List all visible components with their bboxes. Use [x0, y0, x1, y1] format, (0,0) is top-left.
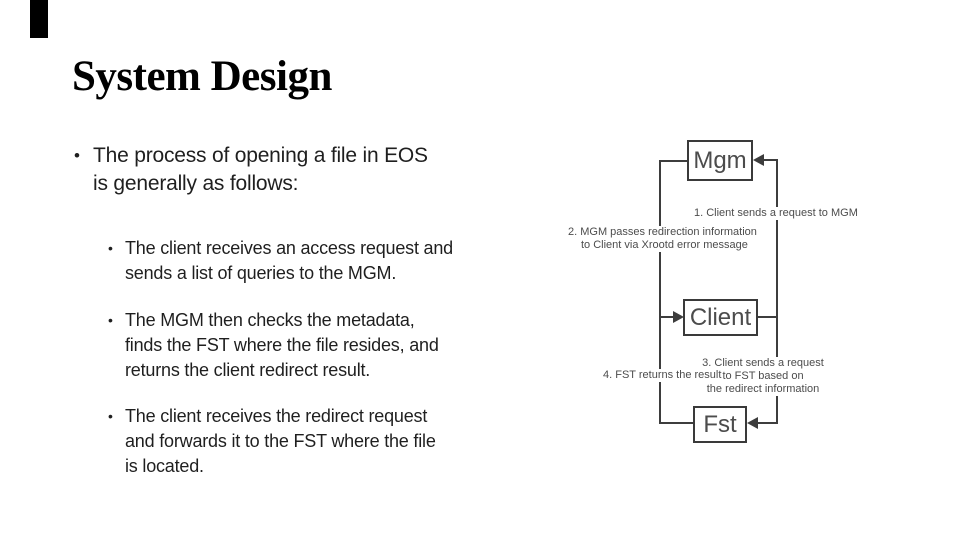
annotation-step3-line1: 3. Client sends a request	[702, 357, 824, 369]
sub-bullet-line: finds the FST where the file resides, an…	[125, 335, 439, 355]
sub-bullet-line: The client receives the redirect request	[125, 406, 428, 426]
sub-bullet-2-text: The MGM then checks the metadata, finds …	[125, 308, 439, 383]
node-client-label: Client	[689, 303, 752, 331]
main-bullet-line: is generally as follows:	[93, 172, 299, 195]
fst-right-connector-line	[756, 422, 778, 424]
fst-left-connector-line	[659, 422, 695, 424]
bullet-dot-icon: •	[108, 408, 113, 424]
sub-bullet-line: and forwards it to the FST where the fil…	[125, 431, 436, 451]
annotation-step3-line2: to FST based on	[722, 370, 804, 382]
bullet-dot-icon: •	[108, 240, 113, 256]
sub-bullet-line: The client receives an access request an…	[125, 238, 453, 258]
mgm-left-connector-line	[659, 160, 689, 162]
node-mgm-label: Mgm	[693, 146, 747, 174]
annotation-step2-line1: 2. MGM passes redirection information	[568, 226, 757, 238]
arrowhead-into-client-icon	[673, 311, 684, 323]
main-bullet-text: The process of opening a file in EOS is …	[93, 142, 428, 198]
main-bullet-line: The process of opening a file in EOS	[93, 144, 428, 167]
node-client: Client	[683, 299, 758, 336]
sub-bullet-line: The MGM then checks the metadata,	[125, 310, 415, 330]
left-vertical-connector-line	[659, 160, 661, 424]
sub-bullet-line: sends a list of queries to the MGM.	[125, 263, 397, 283]
node-fst-label: Fst	[703, 410, 737, 438]
sub-bullet-3-text: The client receives the redirect request…	[125, 404, 436, 479]
accent-bar	[30, 0, 48, 38]
sub-bullet-3: • The client receives the redirect reque…	[108, 404, 568, 479]
annotation-step3-line3: the redirect information	[706, 383, 820, 395]
right-vertical-connector-line	[776, 159, 778, 424]
arrowhead-into-fst-icon	[747, 417, 758, 429]
bullet-dot-icon: •	[108, 312, 113, 328]
client-left-connector-line	[659, 316, 674, 318]
node-fst: Fst	[693, 406, 747, 443]
annotation-step4: 4. FST returns the result	[603, 369, 722, 382]
annotation-step2-line2: to Client via Xrootd error message	[581, 239, 748, 251]
main-bullet: • The process of opening a file in EOS i…	[74, 142, 534, 198]
sub-bullet-line: is located.	[125, 456, 204, 476]
sub-bullet-1-text: The client receives an access request an…	[125, 236, 453, 286]
sub-bullet-line: returns the client redirect result.	[125, 360, 371, 380]
annotation-step2: 2. MGM passes redirection information to…	[568, 226, 757, 252]
slide-title: System Design	[72, 53, 332, 100]
bullet-dot-icon: •	[74, 146, 80, 165]
arrowhead-into-mgm-icon	[753, 154, 764, 166]
annotation-step1: 1. Client sends a request to MGM	[694, 207, 858, 220]
sub-bullet-1: • The client receives an access request …	[108, 236, 568, 286]
sub-bullet-2: • The MGM then checks the metadata, find…	[108, 308, 568, 383]
node-mgm: Mgm	[687, 140, 753, 181]
mgm-right-connector-line	[760, 159, 778, 161]
client-right-connector-line	[756, 316, 778, 318]
